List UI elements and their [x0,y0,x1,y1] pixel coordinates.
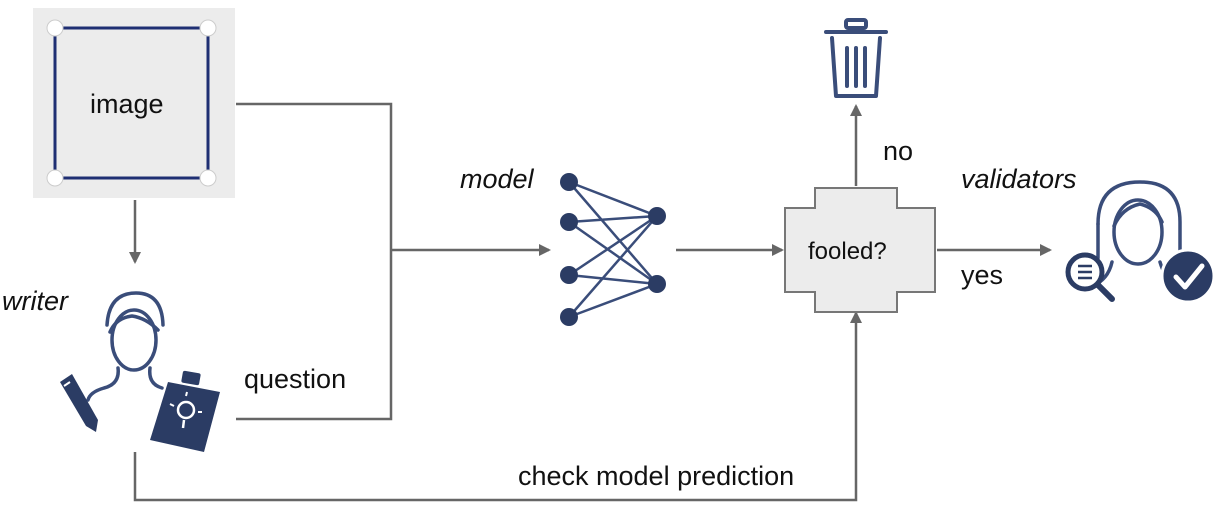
decision-label: fooled? [808,238,887,265]
connectors [129,102,1052,502]
writer-person-icon [86,291,165,402]
clipboard-lightbulb-icon [150,370,220,452]
model-label: model [460,164,534,194]
image-to-model-line [236,102,393,250]
image-label: image [90,89,164,119]
validators-label: validators [961,164,1077,194]
question-to-model-line [236,250,393,421]
decision-node [784,187,936,313]
checkmark-icon [1160,248,1216,304]
writer-label: writer [2,286,68,316]
check-prediction-arrow [133,311,862,502]
yes-edge-label: yes [961,260,1004,290]
trash-icon [824,18,888,98]
question-edge-label: question [244,364,347,394]
no-edge-label: no [883,136,914,166]
pencil-icon [60,374,98,432]
magnifier-icon [1065,252,1115,302]
check-prediction-label: check model prediction [518,461,795,491]
neural-network-icon [560,173,666,326]
image-node [33,8,235,198]
